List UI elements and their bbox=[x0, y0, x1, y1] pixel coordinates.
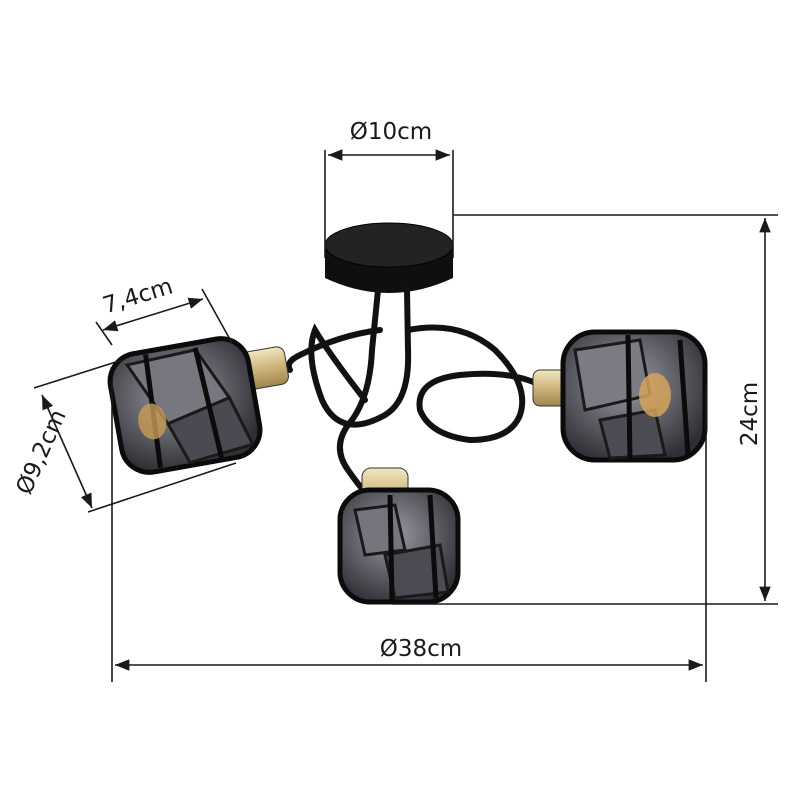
shade-diam-dim-line bbox=[41, 394, 93, 509]
shade-diam-ext-top bbox=[33, 359, 123, 389]
right-bulb bbox=[639, 373, 671, 417]
shade-length-ext-left bbox=[95, 321, 113, 346]
canopy-diameter-label: Ø10cm bbox=[350, 119, 432, 145]
left-bulb bbox=[138, 403, 167, 440]
height-label: 24cm bbox=[737, 382, 763, 446]
ceiling-canopy bbox=[324, 222, 454, 293]
bottom-shade bbox=[337, 467, 461, 605]
left-shade bbox=[107, 336, 289, 475]
shade-length-dim-line bbox=[102, 297, 204, 332]
shade-length-label: 7,4cm bbox=[100, 273, 176, 319]
right-shade bbox=[532, 329, 708, 463]
lamp-arms bbox=[285, 287, 543, 503]
lamp-illustration bbox=[107, 222, 708, 605]
shade-diameter-label: Ø9,2cm bbox=[11, 406, 71, 499]
overall-diameter-label: Ø38cm bbox=[380, 636, 462, 662]
dimension-lines bbox=[33, 149, 778, 682]
shade-diam-ext-bottom bbox=[87, 462, 237, 513]
shade-length-ext-right bbox=[201, 288, 233, 344]
